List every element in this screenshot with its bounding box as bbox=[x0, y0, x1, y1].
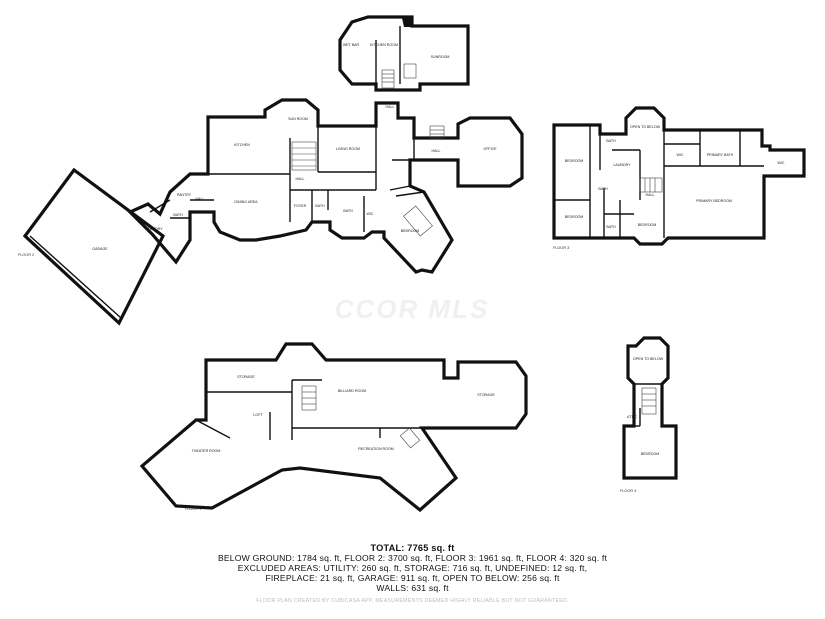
room-label: BATH bbox=[343, 209, 353, 213]
room-label: WIC bbox=[677, 153, 684, 157]
floor-3-inner-walls bbox=[554, 125, 764, 238]
room-label: HALL bbox=[296, 177, 305, 181]
floor-2-inner-walls bbox=[149, 126, 425, 232]
room-label: PANTRY bbox=[177, 193, 192, 197]
main-floor-3-walls bbox=[552, 106, 806, 246]
floor-2-plan: WET BAR KITCHEN ROOM SUNROOM SUN ROOM KI… bbox=[18, 15, 524, 326]
room-label: WET BAR bbox=[343, 43, 360, 47]
room-label: STORAGE bbox=[477, 393, 495, 397]
room-label: BATH bbox=[606, 139, 616, 143]
room-label: BEDROOM bbox=[565, 215, 584, 219]
floor-2-stairs bbox=[291, 125, 445, 237]
main-floor-2-walls bbox=[127, 98, 524, 274]
room-label: LAUNDRY bbox=[145, 227, 163, 231]
room-label: KITCHEN ROOM bbox=[370, 43, 398, 47]
total-area: TOTAL: 7765 sq. ft bbox=[370, 543, 455, 553]
room-label: ATTIC bbox=[627, 415, 638, 419]
excluded-areas-line-2: FIREPLACE: 21 sq. ft, GARAGE: 911 sq. ft… bbox=[265, 573, 560, 583]
top-bay-walls bbox=[338, 15, 470, 92]
floor-1-inner-walls bbox=[195, 379, 422, 440]
room-label: LAUNDRY bbox=[613, 163, 631, 167]
area-breakdown-line: BELOW GROUND: 1784 sq. ft, FLOOR 2: 3700… bbox=[217, 553, 608, 563]
room-label: HALL bbox=[646, 193, 655, 197]
room-label: PRIMARY BEDROOM bbox=[696, 199, 732, 203]
floor-label: FLOOR 4 bbox=[620, 489, 636, 493]
room-label: HALL bbox=[432, 149, 441, 153]
room-label: BEDROOM bbox=[641, 452, 660, 456]
floor-4-plan: OPEN TO BELOW ATTIC BEDROOM FLOOR 4 bbox=[620, 336, 678, 493]
room-label: LIVING ROOM bbox=[336, 147, 360, 151]
room-label: KITCHEN bbox=[234, 143, 250, 147]
room-label: OPEN TO BELOW bbox=[630, 125, 661, 129]
floor-label: FLOOR 1 bbox=[185, 507, 201, 511]
floor-1-plan: STORAGE BILLIARD ROOM STORAGE LOFT THEAT… bbox=[139, 342, 528, 513]
floor-3-stairs bbox=[639, 177, 663, 193]
floor-label: FLOOR 2 bbox=[18, 253, 34, 257]
room-label: THEATER ROOM bbox=[192, 449, 221, 453]
room-label: SUNROOM bbox=[431, 55, 450, 59]
room-label: SUN ROOM bbox=[288, 117, 308, 121]
room-label: WIC bbox=[367, 212, 374, 216]
floor-4-stairs bbox=[641, 387, 657, 415]
room-label: HALL bbox=[386, 105, 395, 109]
room-label: GARAGE bbox=[92, 247, 108, 251]
main-floor-1-walls bbox=[139, 342, 528, 513]
room-label: BEDROOM bbox=[565, 159, 584, 163]
room-label: WIC bbox=[778, 161, 785, 165]
room-label: STORAGE bbox=[237, 375, 255, 379]
room-label: PRIMARY BATH bbox=[707, 153, 734, 157]
watermark: CCOR MLS bbox=[335, 294, 490, 324]
floor-3-plan: OPEN TO BELOW BEDROOM LAUNDRY BATH WIC P… bbox=[552, 106, 806, 250]
excluded-areas-line: EXCLUDED AREAS: UTILITY: 260 sq. ft, STO… bbox=[237, 563, 588, 573]
garage-door-line bbox=[29, 235, 122, 319]
room-label: DINING AREA bbox=[234, 200, 258, 204]
room-label: FOYER bbox=[294, 204, 307, 208]
room-label: BEDROOM bbox=[638, 223, 657, 227]
floor-1-stairs bbox=[301, 385, 421, 449]
room-label: RECREATION ROOM bbox=[358, 447, 393, 451]
disclaimer: FLOOR PLAN CREATED BY CUBICASA APP. MEAS… bbox=[256, 598, 569, 604]
bay-stairs bbox=[381, 63, 417, 89]
room-label: BATH bbox=[315, 204, 325, 208]
floor-4-inner-walls bbox=[624, 383, 662, 427]
main-floor-4-walls bbox=[622, 336, 678, 480]
fireplace-mark bbox=[402, 18, 412, 27]
floor-label: FLOOR 3 bbox=[553, 246, 569, 250]
room-label: HALL bbox=[196, 197, 205, 201]
room-label: OFFICE bbox=[483, 147, 497, 151]
room-label: BATH bbox=[598, 187, 608, 191]
room-label: BATH bbox=[173, 213, 183, 217]
walls-area-line: WALLS: 631 sq. ft bbox=[376, 583, 449, 593]
room-label: OPEN TO BELOW bbox=[633, 357, 664, 361]
garage-outline bbox=[22, 167, 166, 326]
room-label: BEDROOM bbox=[401, 229, 420, 233]
room-label: BILLIARD ROOM bbox=[338, 389, 366, 393]
room-label: LOFT bbox=[253, 413, 263, 417]
room-label: BATH bbox=[606, 225, 616, 229]
